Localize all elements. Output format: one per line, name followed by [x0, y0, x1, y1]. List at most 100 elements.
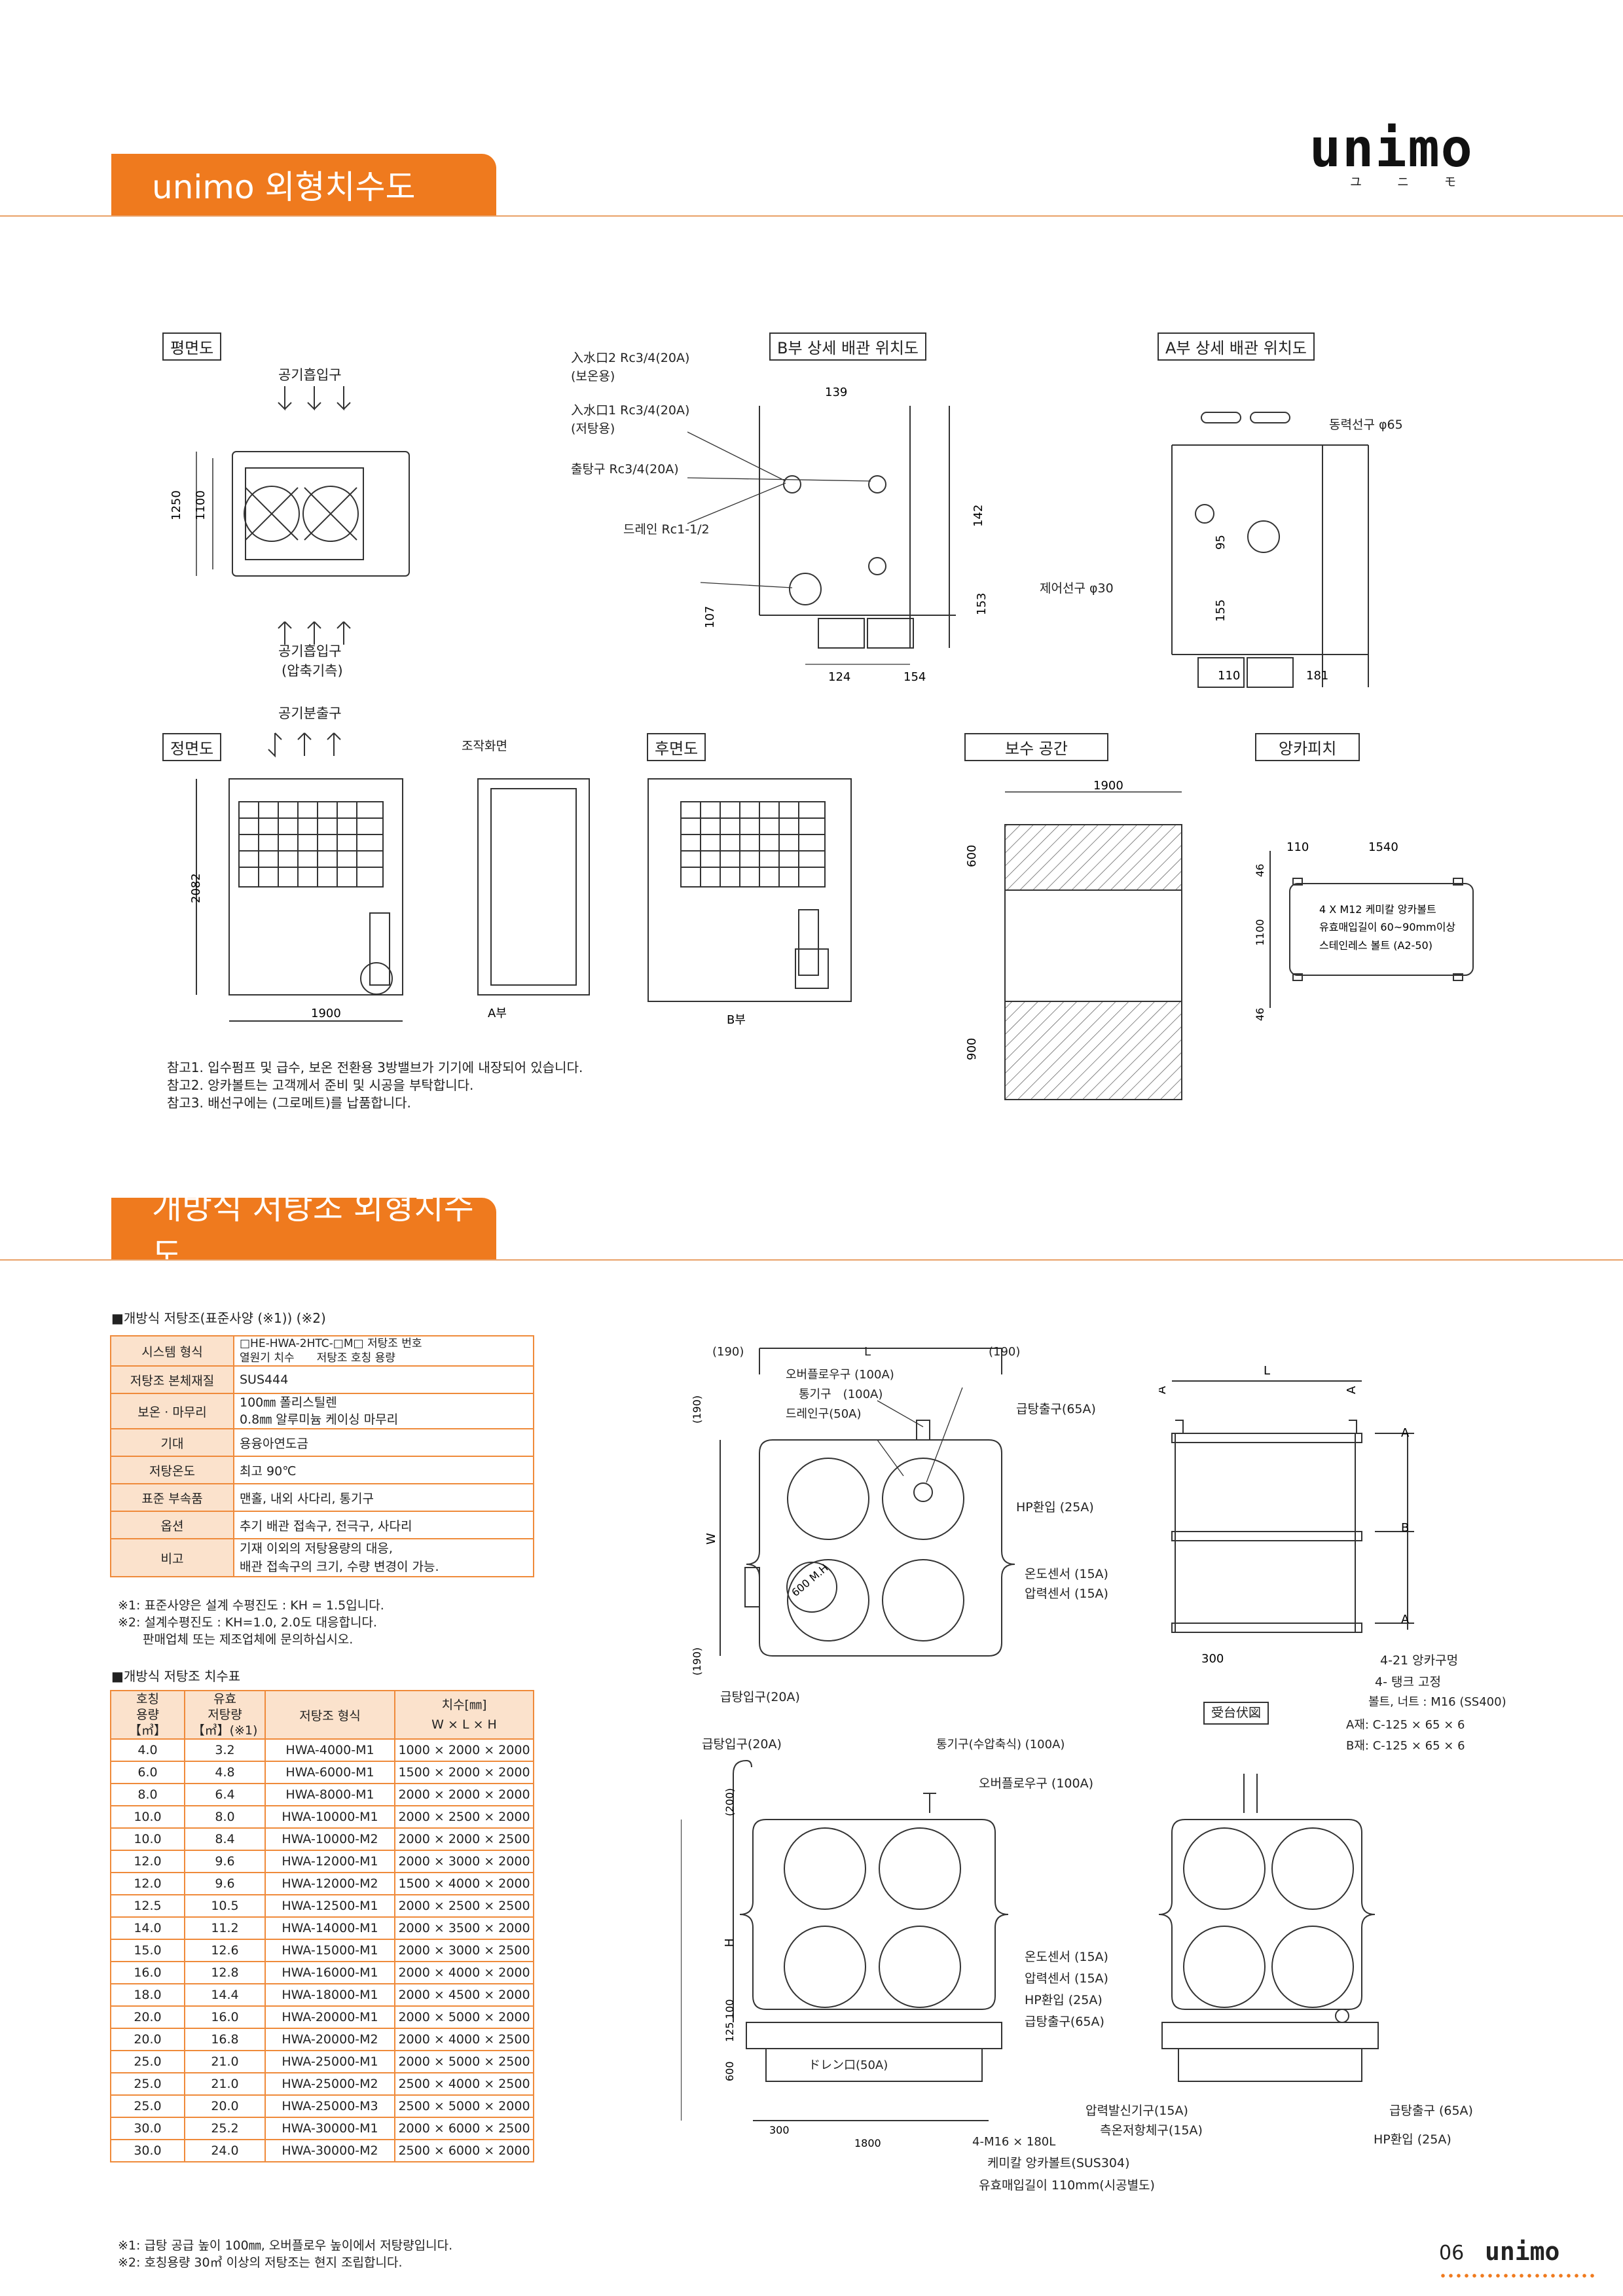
spec-note: 판매업체 또는 제조업체에 문의하십시오. — [118, 1632, 354, 1647]
dimtable-heading: ■개방식 저탕조 치수표 — [111, 1668, 241, 1684]
stand-A4: A — [1401, 1613, 1410, 1626]
table-cell: HWA-6000-M1 — [264, 1761, 395, 1784]
dim-anchor-46a: 46 — [1254, 864, 1266, 877]
b-detail-drawing: 139 142 153 107 124 154 — [687, 386, 989, 684]
label-part-a: A부 — [488, 1007, 507, 1020]
stand-300: 300 — [1201, 1652, 1224, 1666]
side-125: 125 — [723, 2022, 736, 2042]
side-1800: 1800 — [854, 2137, 881, 2149]
label-b-detail: B부 상세 배관 위치도 — [769, 332, 926, 361]
footer-logo: unimo — [1485, 2237, 1560, 2266]
spec-label: 표준 부속품 — [110, 1483, 234, 1512]
spec-label: 비고 — [110, 1538, 234, 1577]
dimtable-notes: ※1: 급탕 공급 높이 100㎜, 오버플로우 높이에서 저탕량입니다. ※2… — [118, 2237, 452, 2271]
page-number: 06 — [1439, 2242, 1465, 2265]
label-rear: 후면도 — [647, 733, 706, 761]
plan-intake-bottom: 공기흡입구 — [278, 643, 342, 659]
table-cell: 12.8 — [184, 1961, 266, 1984]
table-cell: HWA-14000-M1 — [264, 1916, 395, 1940]
section-title-tank: 개방식 저탕조 외형치수도 — [111, 1189, 496, 1274]
spec-value: SUS444 — [233, 1365, 534, 1394]
table-cell: 20.0 — [110, 2005, 185, 2029]
table-cell: HWA-4000-M1 — [264, 1738, 395, 1762]
table-cell: 8.0 — [110, 1783, 185, 1806]
label-service: 보수 공간 — [964, 733, 1108, 761]
section-rule-2 — [0, 1259, 1623, 1261]
plan-drawing: 1250 1100 — [170, 386, 410, 645]
table-cell: 2500 × 5000 × 2000 — [394, 2094, 534, 2118]
dim-anchor-110: 110 — [1286, 840, 1309, 854]
table-cell: 1500 × 4000 × 2000 — [394, 1872, 534, 1895]
tt-overflow: 오버플로우구 (100A) — [786, 1368, 894, 1382]
table-cell: 21.0 — [184, 2050, 266, 2073]
table-cell: 20.0 — [110, 2028, 185, 2051]
brand-logo-sub: ユ ニ モ — [1350, 175, 1468, 189]
table-cell: 24.0 — [184, 2139, 266, 2162]
dim-anchor-1100: 1100 — [1254, 919, 1266, 946]
table-cell: 11.2 — [184, 1916, 266, 1940]
front-operation-label: 조작화면 — [462, 739, 507, 753]
side-600: 600 — [723, 2061, 736, 2081]
dimtable-note: ※1: 급탕 공급 높이 100㎜, 오버플로우 높이에서 저탕량입니다. — [118, 2238, 453, 2253]
side-bolt: 4-M16 × 180L — [972, 2135, 1056, 2149]
side-200: (200) — [723, 1788, 736, 1816]
b-outlet: 출탕구 Rc3/4(20A) — [571, 462, 679, 476]
label-plan: 평면도 — [162, 332, 222, 361]
tt-L: L — [864, 1345, 871, 1359]
table-cell: HWA-20000-M1 — [264, 2005, 395, 2029]
table-cell: 25.2 — [184, 2117, 266, 2140]
b-inlet1: 入水口1 Rc3/4(20A) — [571, 403, 690, 418]
side-hp-in: HP환입 (25A) — [1025, 1993, 1103, 2007]
side-depth: 유효매입길이 110mm(시공별도) — [979, 2178, 1155, 2193]
table-cell: 2500 × 6000 × 2000 — [394, 2139, 534, 2162]
label-a-detail: A부 상세 배관 위치도 — [1158, 332, 1315, 361]
table-cell: 2000 × 2500 × 2500 — [394, 1894, 534, 1918]
dim-1100: 1100 — [194, 490, 208, 520]
dim-142: 142 — [972, 505, 985, 527]
stand-b-mat: B재: C-125 × 65 × 6 — [1346, 1739, 1465, 1753]
brand-logo: unimo — [1309, 118, 1474, 179]
section-title-text-2: 개방식 저탕조 외형치수도 — [152, 1189, 474, 1274]
dim-1900: 1900 — [311, 1007, 341, 1020]
dim-2082: 2082 — [190, 873, 203, 903]
a-detail-drawing: 95 155 202 110 181 — [1171, 412, 1388, 688]
spec-label: 보온 · 마무리 — [110, 1393, 234, 1429]
anchor-drawing: 110 1540 46 1100 46 4 X M12 케미칼 앙카볼트 유효매… — [1254, 840, 1474, 1021]
a-power: 동력선구 φ65 — [1329, 418, 1403, 432]
table-cell: 25.0 — [110, 2094, 185, 2118]
table-cell: 20.0 — [184, 2094, 266, 2118]
dim-95: 95 — [1214, 535, 1228, 550]
table-cell: 2500 × 4000 × 2500 — [394, 2072, 534, 2096]
table-cell: 16.8 — [184, 2028, 266, 2051]
table-cell: HWA-8000-M1 — [264, 1783, 395, 1806]
table-cell: 12.6 — [184, 1939, 266, 1962]
table-cell: HWA-25000-M2 — [264, 2072, 395, 2096]
side-temp: 온도센서 (15A) — [1025, 1950, 1108, 1964]
side-hot-out2: 급탕출구 (65A) — [1389, 2104, 1473, 2118]
stand-fix: 4- 탱크 고정 — [1375, 1675, 1441, 1689]
table-cell: 12.5 — [110, 1894, 185, 1918]
dim-190d: (190) — [691, 1647, 703, 1676]
anchor-note-1: 4 X M12 케미칼 앙카볼트 — [1319, 903, 1436, 916]
table-cell: 4.0 — [110, 1738, 185, 1762]
table-cell: 21.0 — [184, 2072, 266, 2096]
table-cell: 2000 × 4000 × 2000 — [394, 1961, 534, 1984]
side-H: H — [723, 1938, 737, 1947]
table-cell: 10.0 — [110, 1805, 185, 1829]
dim-service-1900: 1900 — [1093, 779, 1123, 793]
table-cell: 1000 × 2000 × 2000 — [394, 1738, 534, 1762]
side-hot-out: 급탕출구(65A) — [1025, 2015, 1104, 2029]
